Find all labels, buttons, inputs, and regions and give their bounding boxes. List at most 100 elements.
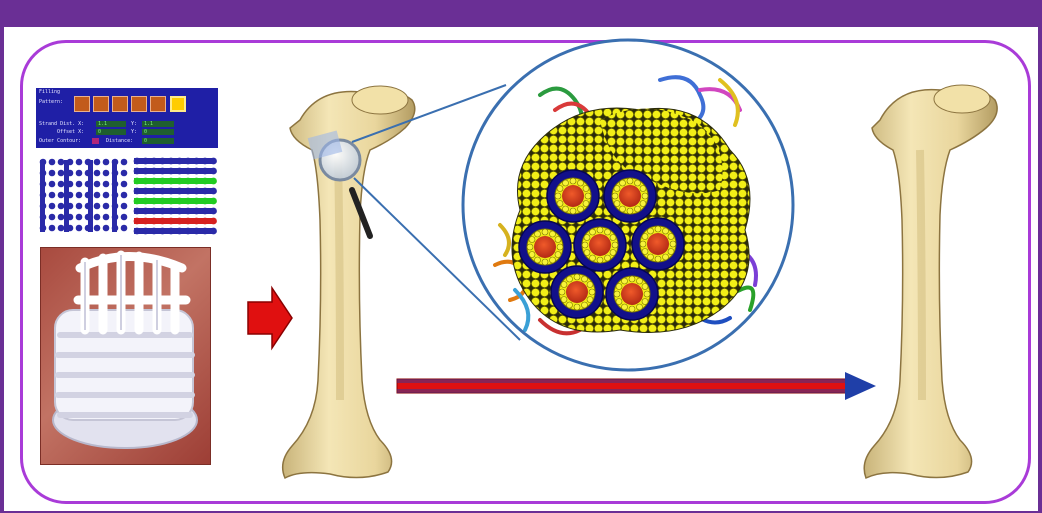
scaffold-dot: [103, 214, 110, 221]
scaffold-dot: [168, 198, 175, 205]
scaffold-dot: [176, 208, 183, 215]
micelle-particle: [612, 242, 618, 248]
scaffold-dot: [151, 218, 158, 225]
scaffold-dot: [176, 178, 183, 185]
micelle-particle: [587, 297, 593, 303]
scaffold-dot: [168, 188, 175, 195]
scaffold-dot: [142, 188, 149, 195]
micelle-particle: [640, 201, 646, 207]
micelle-particle: [557, 244, 563, 250]
micelle-core: [534, 236, 556, 258]
micelle-particle: [584, 250, 590, 256]
scaffold-dot: [94, 192, 101, 199]
scaffold-dot: [121, 214, 128, 221]
scaffold-dot: [76, 159, 83, 166]
scaffold-dot: [202, 218, 209, 225]
micelle-particle: [627, 178, 633, 184]
scaffold-dot: [176, 158, 183, 165]
scaffold-dot: [168, 158, 175, 165]
scaffold-dot: [103, 192, 110, 199]
scaffold-dot: [151, 178, 158, 185]
scaffold-dot: [210, 208, 217, 215]
micelle-particle: [648, 254, 654, 260]
micelle-particle: [561, 282, 567, 288]
micelle-particle: [605, 255, 611, 261]
scaffold-dot: [193, 168, 200, 175]
scaffold-dot: [193, 208, 200, 215]
scaffold-dot: [58, 159, 65, 166]
scaffold-dot: [58, 181, 65, 188]
scaffold-dot: [159, 158, 166, 165]
micelle-particle: [655, 256, 661, 262]
micelle-particle: [574, 274, 580, 280]
scaffold-dot: [151, 158, 158, 165]
long-arrow-right-icon: [397, 372, 876, 400]
scaffold-dot: [121, 203, 128, 210]
micelle-particle: [557, 201, 563, 207]
micelle-particle: [582, 302, 588, 308]
scaffold-dot: [94, 214, 101, 221]
micelle-particle: [610, 250, 616, 256]
scaffold-dot: [202, 198, 209, 205]
printed-scaffold-lattice: [53, 255, 197, 448]
scaffold-dot: [176, 218, 183, 225]
scaffold-dot: [159, 208, 166, 215]
micelle-core: [589, 234, 611, 256]
micelle-particle: [642, 234, 648, 240]
scaffold-dot: [202, 158, 209, 165]
micelle-particle: [635, 180, 641, 186]
scaffold-dot: [202, 228, 209, 235]
arrow-right-icon: [248, 288, 292, 348]
scaffold-dot: [94, 203, 101, 210]
scaffold-dot: [58, 192, 65, 199]
micelle-particle: [535, 257, 541, 263]
scaffold-dot: [49, 214, 56, 221]
micelle-particle: [597, 227, 603, 233]
scaffold-dot: [168, 178, 175, 185]
micelle-particle: [637, 278, 643, 284]
micelle-particle: [590, 255, 596, 261]
micelle-particle: [557, 186, 563, 192]
scaffold-dot: [202, 178, 209, 185]
micelle-particle: [663, 254, 669, 260]
scaffold-dot: [185, 208, 192, 215]
scaffold-dot: [103, 181, 110, 188]
scaffold-strand: [64, 160, 69, 232]
micelle-particle: [655, 226, 661, 232]
scaffold-dot: [142, 198, 149, 205]
scaffold-dot: [159, 228, 166, 235]
micelle-particle: [616, 299, 622, 305]
micelle-particle: [622, 304, 628, 310]
micelle-particle: [668, 249, 674, 255]
scaffold-dot: [185, 228, 192, 235]
scaffold-dot: [94, 170, 101, 177]
scaffold-dot: [193, 188, 200, 195]
scaffold-dot: [134, 178, 141, 185]
micelle-particle: [642, 249, 648, 255]
micelle-particle: [640, 241, 646, 247]
micelle-particle: [642, 284, 648, 290]
micelle-particle: [614, 201, 620, 207]
micelle-particle: [583, 186, 589, 192]
scaffold-dot: [168, 228, 175, 235]
scaffold-dot: [202, 208, 209, 215]
micelle-particle: [620, 180, 626, 186]
scaffold-dot: [210, 158, 217, 165]
scaffold-strand: [88, 160, 93, 232]
micelle-particle: [597, 257, 603, 263]
micelle-particle: [582, 242, 588, 248]
micelle-particle: [622, 278, 628, 284]
scaffold-dot: [193, 178, 200, 185]
scaffold-dot: [210, 228, 217, 235]
scaffold-dot: [176, 228, 183, 235]
micelle-particle: [570, 178, 576, 184]
micelle-particle: [583, 201, 589, 207]
scaffold-dot: [210, 168, 217, 175]
scaffold-dot: [58, 170, 65, 177]
scaffold-dot: [159, 168, 166, 175]
micelle-particle: [590, 229, 596, 235]
micelle-particle: [620, 206, 626, 212]
scaffold-dot: [168, 168, 175, 175]
micelle-particle: [589, 289, 595, 295]
scaffold-dot: [142, 208, 149, 215]
